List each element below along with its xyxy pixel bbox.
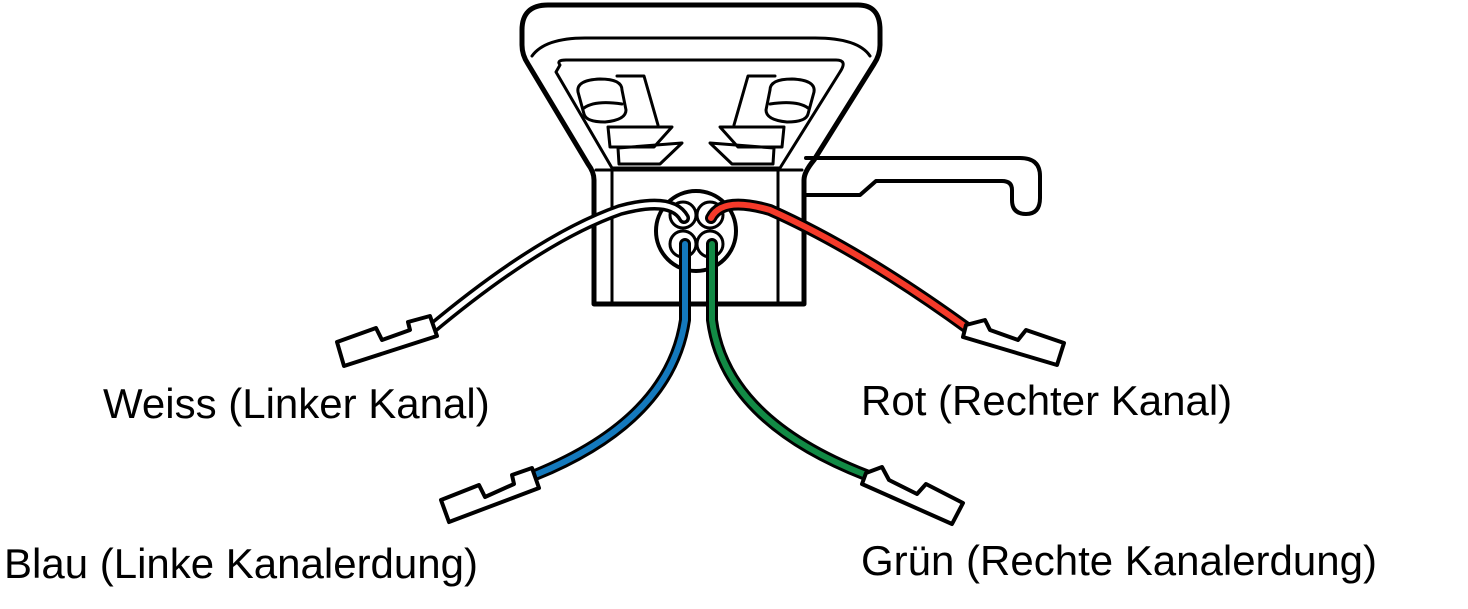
- wire-green: [706, 238, 872, 481]
- terminal-clip-red: [961, 318, 1066, 367]
- wire-white: [424, 198, 690, 336]
- wire-red: [705, 198, 976, 336]
- headshell-body: [519, 2, 1042, 307]
- label-green-right-ground: Grün (Rechte Kanalerdung): [861, 537, 1377, 584]
- label-white-left-channel: Weiss (Linker Kanal): [103, 380, 490, 427]
- finger-lift: [804, 156, 1042, 216]
- terminal-clip-blue: [439, 466, 541, 524]
- terminal-clip-green: [860, 465, 965, 526]
- right-screw: [708, 74, 816, 166]
- left-screw: [576, 74, 684, 166]
- label-blue-left-ground: Blau (Linke Kanalerdung): [4, 540, 478, 587]
- wire-blue: [529, 238, 691, 481]
- label-red-right-channel: Rot (Rechter Kanal): [861, 377, 1233, 424]
- terminal-clip-white: [335, 314, 439, 368]
